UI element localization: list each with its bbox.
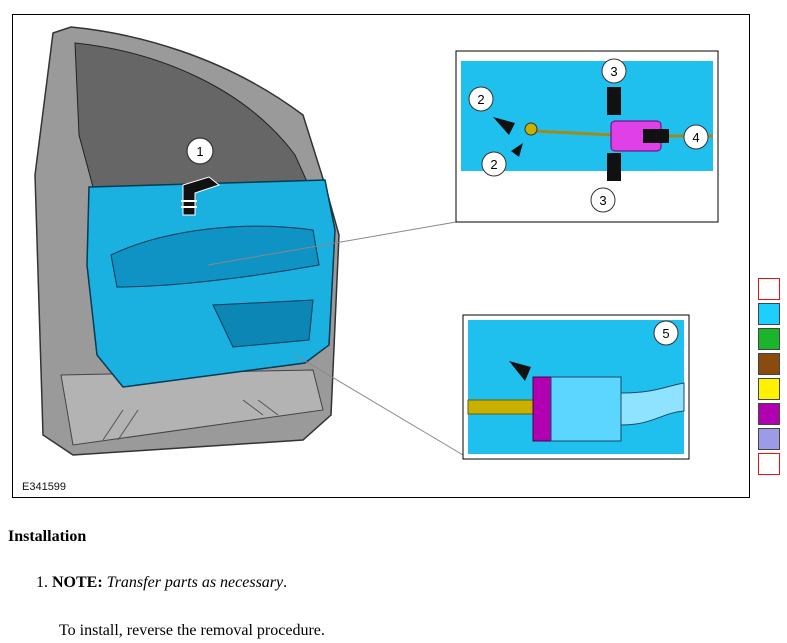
callout-3-bottom-label: 3 bbox=[599, 193, 606, 208]
step-instruction: To install, reverse the removal procedur… bbox=[59, 622, 325, 639]
callout-3-bottom-circle bbox=[590, 187, 616, 213]
callout-5-circle bbox=[653, 320, 679, 346]
legend-swatch bbox=[758, 278, 780, 300]
callout-4-label: 4 bbox=[692, 130, 699, 145]
step-1: 1. NOTE: Transfer parts as necessary. bbox=[36, 574, 287, 592]
arrow-1 bbox=[182, 176, 221, 216]
callout-2-top-circle bbox=[468, 86, 494, 112]
callout-3-top-circle bbox=[601, 58, 627, 84]
callout-2-top-label: 2 bbox=[477, 92, 484, 107]
callout-2-bottom-label: 2 bbox=[490, 157, 497, 172]
door-pocket bbox=[212, 299, 314, 348]
legend-swatch bbox=[758, 428, 780, 450]
detail-view-lower bbox=[462, 314, 690, 460]
legend-swatch bbox=[758, 403, 780, 425]
arrow-1-stripes bbox=[181, 200, 197, 208]
leader-line-lower bbox=[294, 354, 464, 456]
callout-4-circle bbox=[683, 124, 709, 150]
leader-line-upper bbox=[207, 221, 457, 266]
legend-swatch bbox=[758, 328, 780, 350]
legend-swatch bbox=[758, 378, 780, 400]
step-number: 1. bbox=[36, 574, 48, 591]
callout-3-top-label: 3 bbox=[610, 64, 617, 79]
legend-swatch bbox=[758, 453, 780, 475]
legend-swatch bbox=[758, 353, 780, 375]
figure-id-label: E341599 bbox=[22, 481, 67, 493]
note-text: Transfer parts as necessary bbox=[106, 574, 284, 591]
note-label: NOTE: bbox=[52, 574, 103, 591]
callout-5-label: 5 bbox=[662, 326, 669, 341]
callout-1-circle bbox=[186, 137, 214, 165]
figure-frame: 1 3 2 2 3 4 bbox=[12, 14, 750, 498]
callout-2-bottom-circle bbox=[481, 151, 507, 177]
armrest bbox=[110, 225, 320, 288]
callout-1-label: 1 bbox=[196, 144, 203, 159]
detail-view-upper bbox=[455, 50, 719, 223]
door-illustration: 1 3 2 2 3 4 bbox=[34, 26, 719, 460]
window-glass bbox=[74, 42, 314, 196]
legend-swatch bbox=[758, 303, 780, 325]
color-legend bbox=[758, 278, 782, 478]
door-ribs bbox=[102, 399, 279, 441]
section-title: Installation bbox=[8, 528, 87, 545]
note-end: . bbox=[283, 574, 288, 591]
